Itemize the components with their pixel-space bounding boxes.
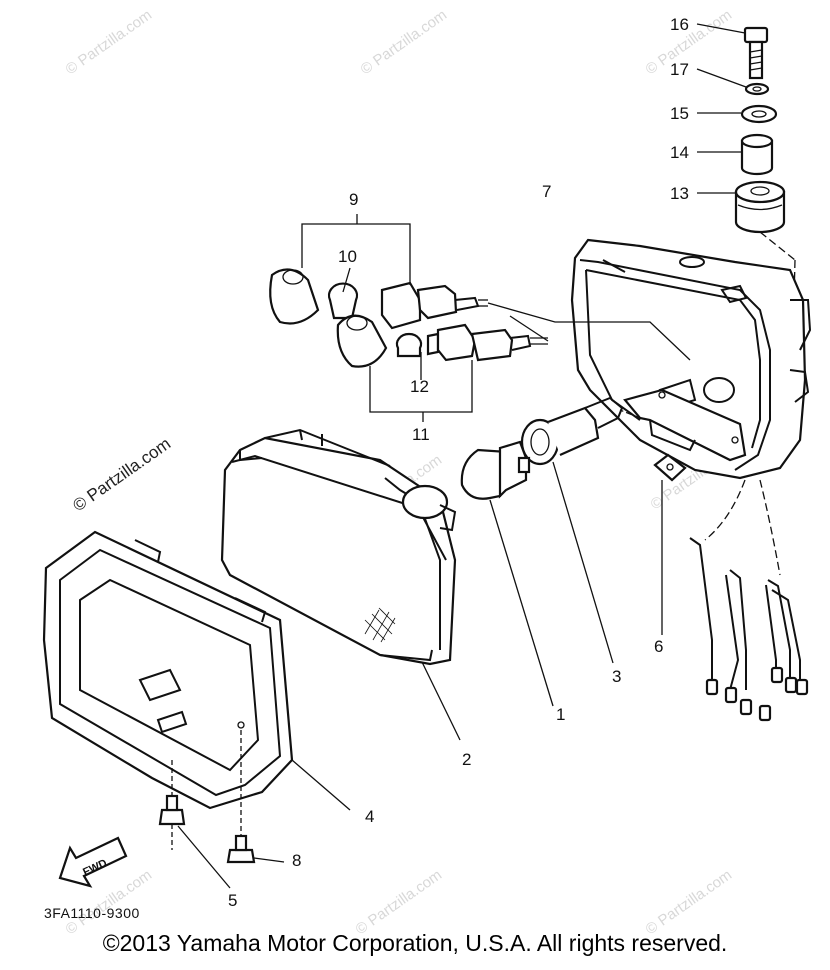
callout-13: 13 <box>670 184 689 203</box>
callout-16: 16 <box>670 15 689 34</box>
washer-part-15 <box>740 104 778 124</box>
position-light-parts <box>269 214 691 422</box>
bulb-part-1 <box>460 440 554 707</box>
copyright-notice: ©2013 Yamaha Motor Corporation, U.S.A. A… <box>102 930 728 956</box>
collar-part-14 <box>740 133 774 176</box>
headlight-unit-part-2 <box>220 428 461 741</box>
callout-1: 1 <box>556 705 565 724</box>
callout-14: 14 <box>670 143 689 162</box>
bolt-part-16 <box>743 26 769 80</box>
diagram-code: 3FA1110-9300 <box>44 905 140 921</box>
callout-4: 4 <box>365 807 374 826</box>
callout-17: 17 <box>670 60 689 79</box>
bracket-part-6 <box>619 388 747 635</box>
fwd-arrow-icon: FWD <box>58 836 128 888</box>
callout-2: 2 <box>462 750 471 769</box>
watermark-dark: © Partzilla.com <box>69 434 174 515</box>
watermark: © Partzilla.com <box>63 6 156 78</box>
lock-washer-part-17 <box>744 82 770 96</box>
screw-part-8 <box>226 730 285 864</box>
callout-3: 3 <box>612 667 621 686</box>
callout-12: 12 <box>410 377 429 396</box>
callout-7: 7 <box>542 182 551 201</box>
watermark: © Partzilla.com <box>353 866 446 938</box>
callout-6: 6 <box>654 637 663 656</box>
callout-8: 8 <box>292 851 301 870</box>
callout-5: 5 <box>228 891 237 910</box>
callout-10: 10 <box>338 247 357 266</box>
grommet-part-13 <box>734 180 786 234</box>
watermark: © Partzilla.com <box>643 866 736 938</box>
housing-part-7 <box>570 238 812 480</box>
watermarks: © Partzilla.com © Partzilla.com © Partzi… <box>63 6 741 938</box>
screw-part-5 <box>158 760 231 889</box>
callout-11: 11 <box>412 425 430 444</box>
wiring-harness <box>689 479 809 722</box>
bezel-part-4 <box>42 530 351 811</box>
watermark: © Partzilla.com <box>358 6 451 78</box>
socket-part-3 <box>520 396 624 664</box>
callout-9: 9 <box>349 190 358 209</box>
callout-15: 15 <box>670 104 689 123</box>
callout-labels: 1 2 3 4 5 6 7 8 9 10 11 12 13 14 15 16 1… <box>44 15 689 921</box>
